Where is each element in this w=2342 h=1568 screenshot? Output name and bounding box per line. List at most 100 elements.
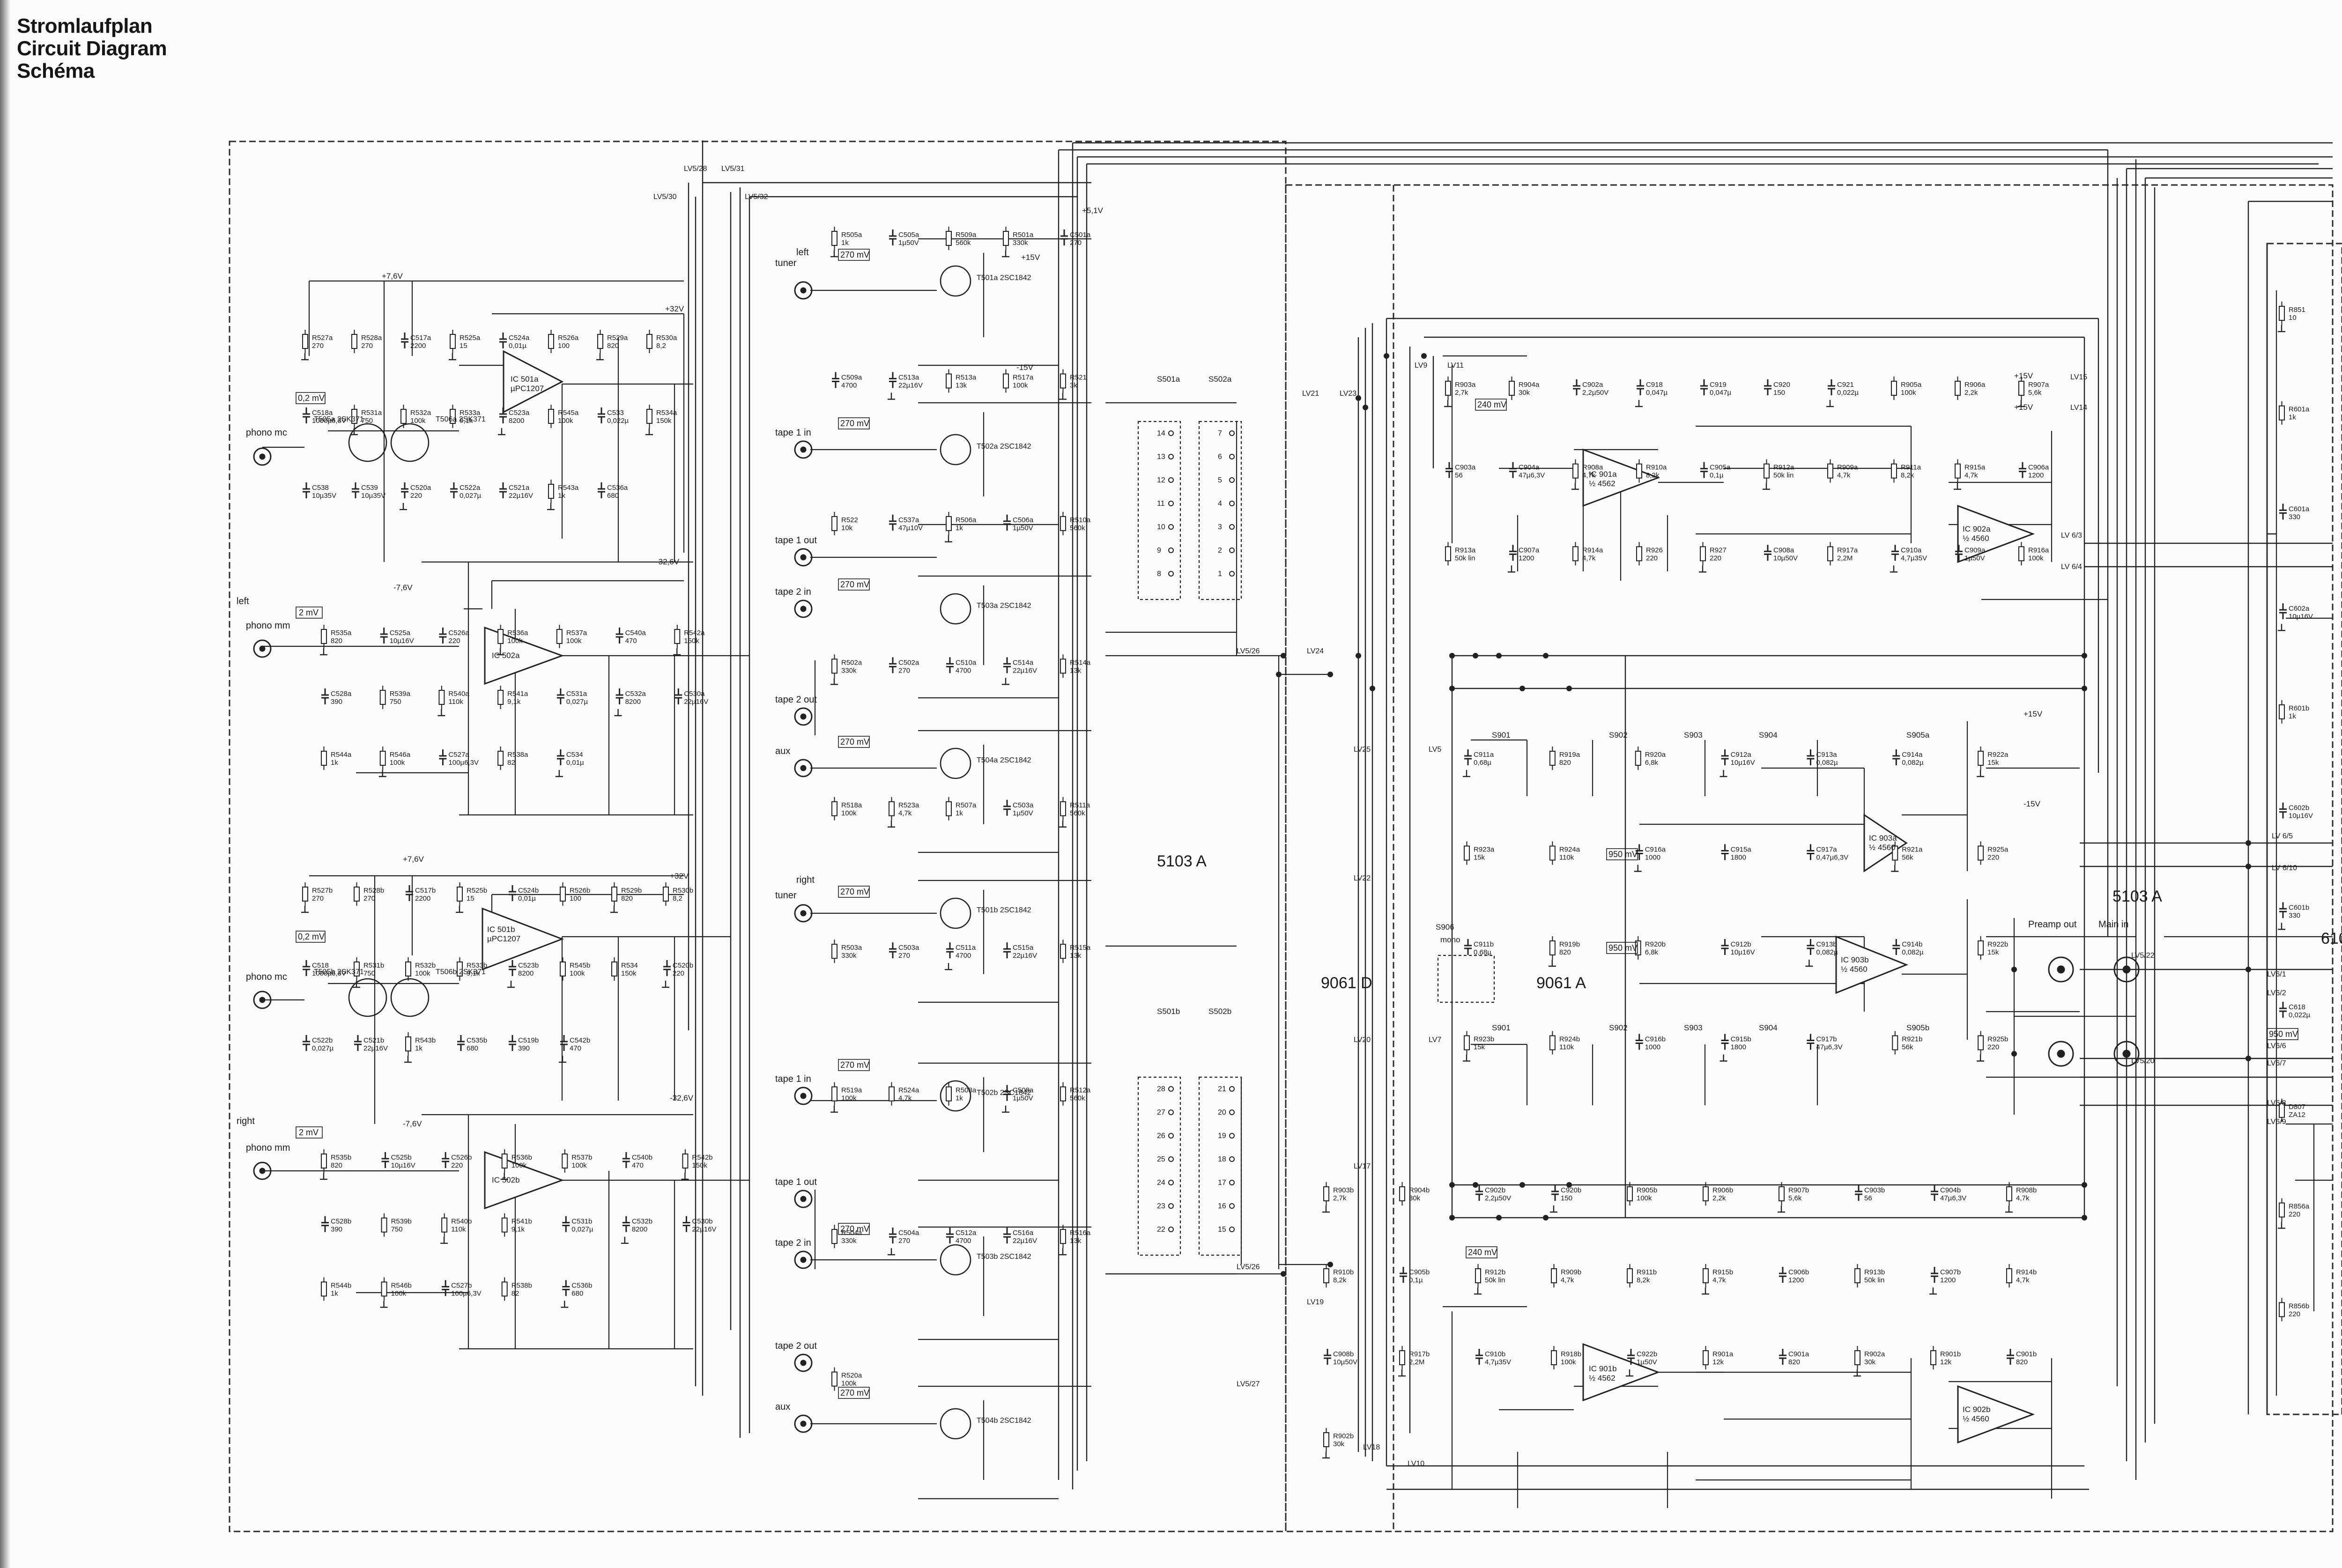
- component-value: 220: [2289, 1310, 2300, 1318]
- component-value: 8,2: [656, 342, 666, 350]
- component-ref: R521: [1070, 373, 1087, 381]
- component-value: 100k: [566, 637, 582, 645]
- capacitor-symbol: [1637, 379, 1644, 395]
- capacitors: [303, 229, 2287, 1365]
- ground-symbol: [1398, 1369, 1406, 1377]
- conn-lv6-6: LV6/6: [2267, 1042, 2286, 1050]
- component-value: 4,7k: [898, 1095, 912, 1102]
- component-value: 47µ10V: [898, 524, 923, 532]
- jack-main-in-a[interactable]: [2113, 956, 2140, 983]
- ic902a-type: ½ 4560: [1963, 534, 1989, 543]
- component-value: 13k: [956, 381, 967, 389]
- component-ref: R542a: [684, 629, 705, 637]
- jack-aux-right[interactable]: [794, 1414, 813, 1433]
- component-ref: C904a: [1519, 464, 1540, 472]
- component-ref: C602b: [2289, 804, 2309, 812]
- jack-tape1-out-left[interactable]: [794, 548, 813, 567]
- switch-pin-number: 21: [1218, 1085, 1226, 1093]
- rail-neg15-line: -15V: [1016, 363, 1034, 372]
- ground-symbol: [440, 1236, 448, 1244]
- jack-preamp-out-b[interactable]: [2048, 1041, 2074, 1067]
- component-ref: R916a: [2028, 546, 2049, 554]
- component-value: 2200: [415, 895, 430, 902]
- resistor-symbol: [1978, 841, 1984, 865]
- jack-tape1-in-left[interactable]: [794, 440, 813, 459]
- jack-phono-mm-left[interactable]: [253, 639, 272, 658]
- component-ref: R911b: [1637, 1268, 1657, 1276]
- capacitor-symbol: [1003, 1085, 1011, 1101]
- component-ref: R529a: [607, 334, 628, 342]
- component-ref: C535b: [467, 1036, 487, 1044]
- label-tape1-in-left: tape 1 in: [775, 428, 811, 438]
- junction-dot: [1356, 395, 1361, 401]
- ground-symbol: [1635, 400, 1643, 407]
- resistor-symbol: [1978, 936, 1984, 960]
- ground-symbol: [1463, 770, 1470, 777]
- resistor-symbol: [400, 405, 407, 428]
- component-value: 220: [1710, 554, 1721, 562]
- switch-s502a[interactable]: [1198, 421, 1242, 600]
- component-value: 0,082µ: [1816, 759, 1838, 767]
- resistor-symbol: [946, 369, 952, 393]
- switch-contact: [1168, 430, 1174, 436]
- jack-tape1-out-right[interactable]: [794, 1190, 813, 1208]
- component-value: 270: [898, 666, 910, 674]
- jack-phono-mc-right[interactable]: [253, 991, 272, 1009]
- jack-tuner-left[interactable]: [794, 281, 813, 300]
- filter-wiring: [1471, 721, 2080, 1105]
- resistor-symbol: [1703, 1182, 1709, 1206]
- switch-s501a[interactable]: [1137, 421, 1181, 600]
- conn-lv24: LV24: [1307, 647, 1324, 655]
- component-value: 13k: [1070, 952, 1082, 960]
- jack-tape2-in-left[interactable]: [794, 599, 813, 618]
- jack-aux-left[interactable]: [794, 759, 813, 777]
- jack-phono-mc-left[interactable]: [253, 447, 272, 466]
- t506a-label: T506a 2SK371: [436, 415, 486, 423]
- ic902b-label: IC 902b: [1963, 1405, 1991, 1414]
- component-ref: C601a: [2289, 505, 2310, 513]
- component-value: 2200: [410, 342, 426, 350]
- jack-phono-mm-right[interactable]: [253, 1161, 272, 1180]
- jack-tape2-out-left[interactable]: [794, 707, 813, 726]
- ground-symbol: [380, 1301, 388, 1308]
- jack-main-in-b[interactable]: [2113, 1041, 2140, 1067]
- component-ref: C911b: [1474, 940, 1494, 948]
- component-value: 56k: [1902, 1043, 1913, 1051]
- switch-pin-number: 22: [1157, 1226, 1165, 1234]
- jack-tape1-in-right[interactable]: [794, 1087, 813, 1105]
- jack-tape2-out-right[interactable]: [794, 1354, 813, 1372]
- switch-s502b[interactable]: [1198, 1076, 1242, 1256]
- ground-symbol: [945, 535, 952, 543]
- component-value: 100k: [415, 969, 430, 977]
- component-ref: C903b: [1864, 1186, 1885, 1194]
- component-ref: C528b: [331, 1218, 351, 1226]
- capacitor-symbol: [556, 749, 564, 765]
- component-ref: R522: [841, 516, 858, 524]
- junction-dot: [1449, 653, 1455, 658]
- jack-tuner-right[interactable]: [794, 904, 813, 923]
- jack-preamp-out-a[interactable]: [2048, 956, 2074, 983]
- component-value: 100k: [1561, 1358, 1576, 1366]
- component-ref: C504a: [898, 1229, 919, 1237]
- capacitor-symbol: [1060, 229, 1068, 245]
- resistor-symbol: [1955, 377, 1961, 400]
- component-ref: R535a: [331, 629, 352, 637]
- jack-tape2-in-right[interactable]: [794, 1250, 813, 1269]
- capacitor-symbol: [1635, 1034, 1643, 1050]
- switch-s501b[interactable]: [1137, 1076, 1181, 1256]
- capacitor-symbol: [682, 1216, 690, 1232]
- component-value: 9,1k: [511, 1226, 525, 1234]
- component-value: 2,7k: [1455, 389, 1468, 397]
- ground-symbol: [320, 648, 327, 656]
- capacitor-symbol: [1764, 379, 1771, 395]
- conn-lv5-20: LV5/20: [2131, 1057, 2155, 1065]
- rail-pos15-tone-b: +15V: [2014, 403, 2033, 412]
- component-ref: R914a: [1582, 546, 1603, 554]
- junction-dot: [2082, 1182, 2087, 1188]
- component-value: 560k: [1070, 524, 1085, 532]
- capacitor-symbol: [1573, 379, 1580, 395]
- switch-s906[interactable]: [1437, 954, 1495, 1003]
- conn-lv25: LV25: [1354, 746, 1371, 754]
- capacitor-symbol: [1828, 379, 1835, 395]
- resistor-symbol: [611, 957, 617, 981]
